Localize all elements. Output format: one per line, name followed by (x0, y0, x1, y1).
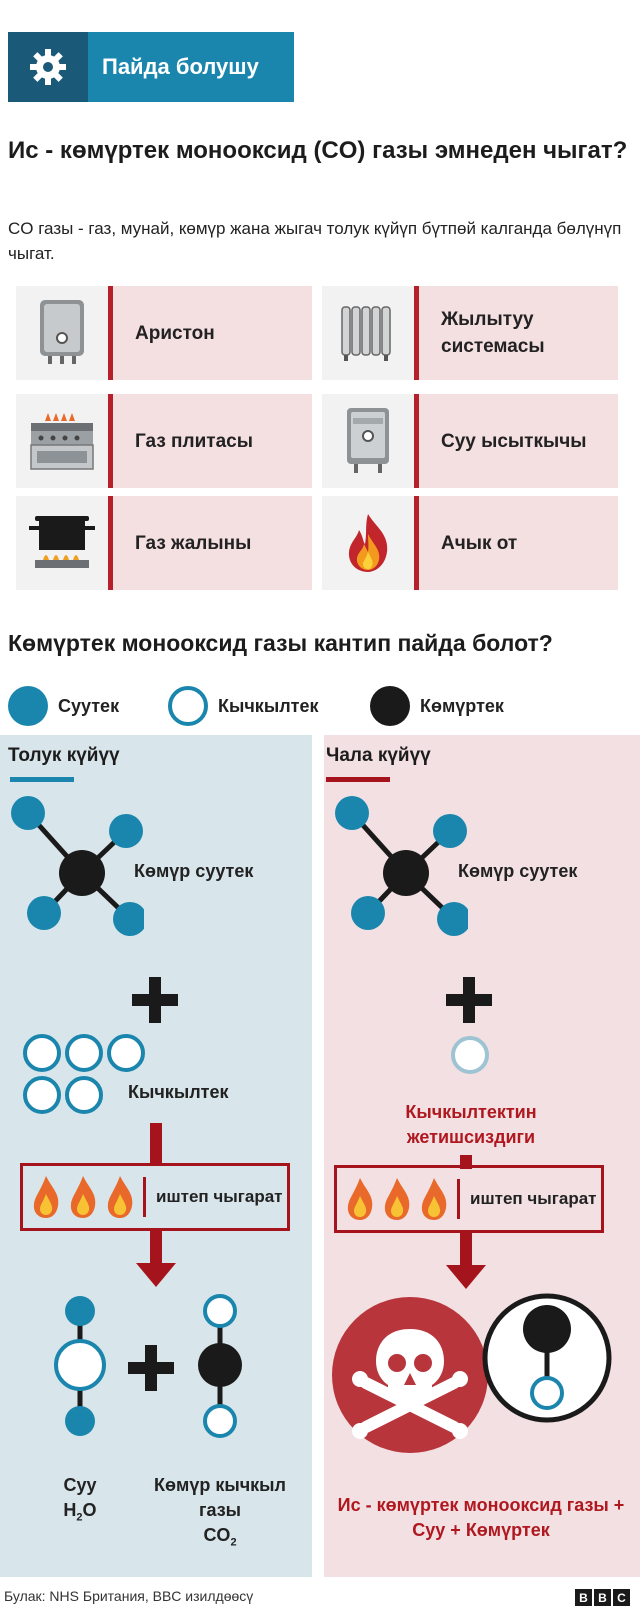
section-title-formation: Көмүртек монооксид газы кантип пайда бол… (8, 630, 553, 656)
header-banner: Пайда болушу (8, 32, 294, 102)
legend-label-oxygen: Кычкылтек (218, 695, 319, 716)
source-label-boiler: Аристон (113, 286, 312, 380)
incomplete-reaction-box: иштеп чыгарат (334, 1165, 604, 1233)
legend-label-carbon: Көмүртек (420, 695, 504, 716)
legend-oxygen: Кычкылтек (168, 686, 318, 726)
water-heater-icon (347, 408, 389, 473)
open-fire-icon (348, 514, 388, 572)
source-text: Булак: NHS Британия, BBC изилдөөсү (4, 1588, 254, 1604)
complete-hydrocarbon-label: Көмүр суутек (134, 861, 254, 881)
gear-icon (30, 49, 66, 85)
radiator-icon (341, 306, 391, 361)
arrow-down-icon (446, 1233, 486, 1289)
plus-icon (128, 1345, 174, 1391)
complete-combustion-underline (10, 777, 74, 782)
complete-combustion-title: Толук күйүү (8, 745, 120, 766)
intro-text: CO газы - газ, мунай, көмүр жана жыгач т… (8, 219, 622, 263)
source-card-open-fire: Ачык от (322, 496, 618, 590)
banner-icon-box (8, 32, 88, 102)
incomplete-reaction-label: иштеп чыгарат (470, 1189, 597, 1208)
panel-complete-combustion: Толук күйүү Көмүр суутек Кычкылтек (0, 735, 312, 1577)
skull-crossbones-icon (332, 1297, 488, 1453)
source-label-radiator: Жылытуу системасы (419, 286, 618, 380)
complete-oxygen-label: Кычкылтек (128, 1082, 229, 1102)
plus-icon (446, 977, 492, 1023)
bbc-logo: B B C (575, 1589, 630, 1606)
source-card-radiator: Жылытуу системасы (322, 286, 618, 380)
legend-hydrogen: Суутек (8, 686, 119, 726)
incomplete-result-label: Ис - көмүртек монооксид газы + Суу + Көм… (337, 1495, 625, 1540)
source-card-gas-flame: Газ жалыны (16, 496, 312, 590)
gas-flame-pot-icon (29, 516, 95, 568)
incomplete-combustion-title: Чала күйүү (326, 745, 431, 766)
gas-stove-icon (30, 413, 94, 470)
source-card-boiler: Аристон (16, 286, 312, 380)
header-label: Пайда болушу (88, 32, 294, 102)
arrow-down-icon (136, 1231, 176, 1287)
co2-label: Көмүр кычкыл газы CO2 (154, 1475, 286, 1549)
oxygen-lack-label: Кычкылтектин жетишсиздиги (405, 1102, 537, 1147)
boiler-icon (40, 300, 84, 364)
plus-icon (132, 977, 178, 1023)
water-label: Суу H2O (63, 1475, 97, 1524)
hydrocarbon-molecule-icon (11, 796, 144, 936)
incomplete-combustion-underline (326, 777, 390, 782)
source-label-gas-stove: Газ плитасы (113, 394, 312, 488)
panel-incomplete-combustion: Чала күйүү Көмүр суутек Кычкылтектин жет… (324, 735, 640, 1577)
source-card-water-heater: Суу ысыткычы (322, 394, 618, 488)
oxygen-dot-icon (168, 686, 208, 726)
source-label-gas-flame: Газ жалыны (113, 496, 312, 590)
legend-label-hydrogen: Суутек (58, 695, 120, 716)
hydrocarbon-molecule-icon (335, 796, 468, 936)
complete-reaction-label: иштеп чыгарат (156, 1187, 283, 1206)
water-molecule-icon (54, 1296, 106, 1436)
source-card-gas-stove: Газ плитасы (16, 394, 312, 488)
flames-icon (33, 1176, 133, 1218)
complete-reaction-box: иштеп чыгарат (20, 1163, 290, 1231)
carbon-dot-icon (370, 686, 410, 726)
oxygen-molecule-faded-icon (451, 1036, 489, 1074)
footer: Булак: NHS Британия, BBC изилдөөсү B B C (0, 1580, 640, 1615)
co2-molecule-icon (198, 1294, 242, 1438)
section-title-sources: Ис - көмүртек монооксид (CO) газы эмнеде… (8, 137, 628, 164)
incomplete-hydrocarbon-label: Көмүр суутек (458, 861, 578, 881)
flames-icon (347, 1178, 447, 1220)
legend-carbon: Көмүртек (370, 686, 504, 726)
source-label-water-heater: Суу ысыткычы (419, 394, 618, 488)
oxygen-molecules-icon (23, 1034, 145, 1114)
source-label-open-fire: Ачык от (419, 496, 618, 590)
carbon-monoxide-molecule-icon (482, 1293, 612, 1423)
hydrogen-dot-icon (8, 686, 48, 726)
